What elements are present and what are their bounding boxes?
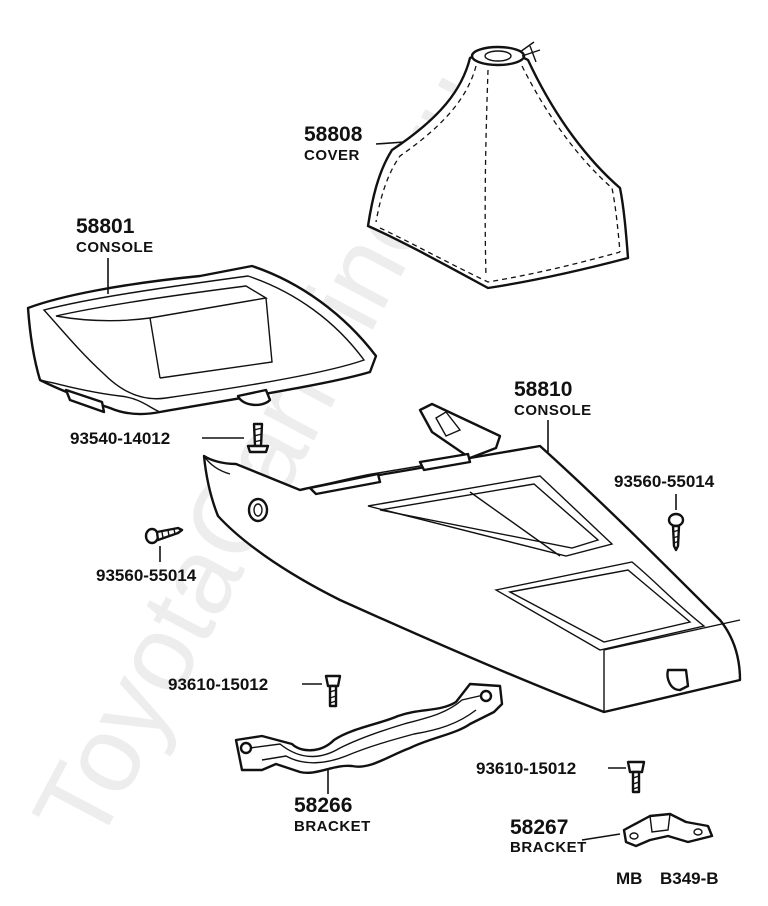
front-console-part-name: CONSOLE [76,239,154,256]
small-bracket-part-name: BRACKET [510,839,587,856]
big-bracket [234,682,504,775]
screw-93560-right-icon [667,512,685,552]
screw-93560-left-icon [144,526,184,545]
front-console-part-number: 58801 [76,215,135,238]
screw-93560-right-label: 93560-55014 [614,472,715,491]
main-console [202,402,742,714]
small-bracket-part-number: 58267 [510,816,568,839]
screw-93560-left-label: 93560-55014 [96,566,197,585]
cover-leader-line [375,141,405,145]
diagram-code-prefix: MB [616,869,642,888]
big-bracket-part-name: BRACKET [294,818,371,835]
bolt-93610-upper-label: 93610-15012 [168,675,268,694]
bolt-93610-lower-label: 93610-15012 [476,759,576,778]
main-console-part-name: CONSOLE [514,402,592,419]
bolt-93610-lower-icon [626,760,646,794]
big-bracket-part-number: 58266 [294,794,352,817]
shift-boot-cover [366,41,630,290]
bolt-93610-upper-icon [324,674,342,708]
front-console-tray [26,264,378,416]
main-console-part-number: 58810 [514,378,572,401]
small-bracket-leader-line [581,833,621,841]
cover-part-name: COVER [304,147,360,164]
screw-93540-label: 93540-14012 [70,429,170,448]
small-bracket [622,812,714,848]
screw-93540-icon [246,422,270,454]
diagram-code-id: B349-B [660,869,719,888]
cover-part-number: 58808 [304,123,363,146]
